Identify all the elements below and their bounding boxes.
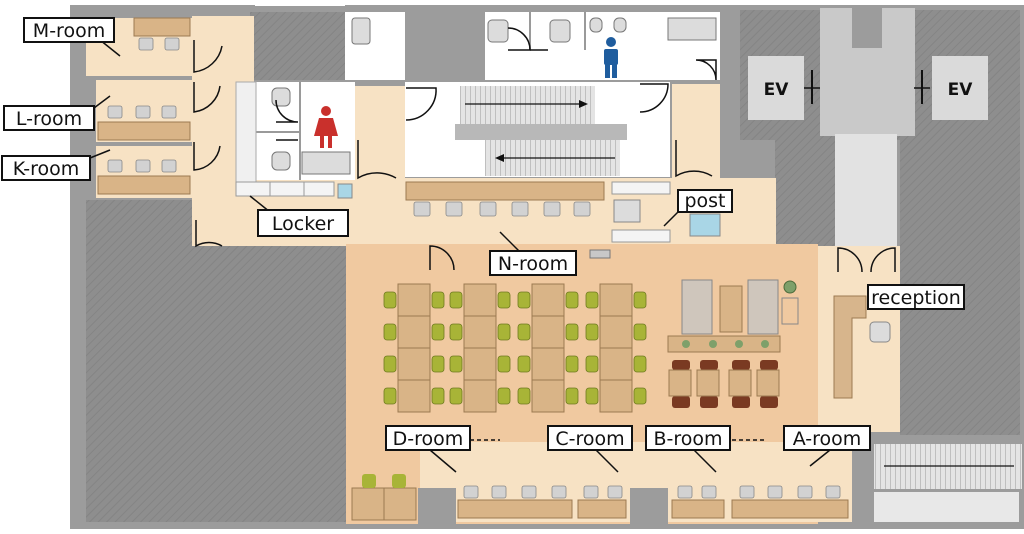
elevator-car-right (932, 56, 988, 120)
n-room-label[interactable]: N-room (498, 253, 568, 275)
room-labels: M-room L-room K-room Locker N-room post … (1, 17, 965, 473)
staircase-arrow-icon (495, 154, 504, 162)
reception-label[interactable]: reception (871, 287, 961, 309)
a-room-label-box (783, 425, 871, 451)
meeting-rooms-bottom (418, 439, 852, 524)
l-room-label[interactable]: L-room (16, 108, 82, 130)
elevator-car-left (748, 56, 804, 120)
d-room-label-box (385, 425, 471, 451)
m-room-label[interactable]: M-room (33, 20, 105, 42)
elevator-hall (748, 8, 988, 248)
m-room-label-box (23, 17, 115, 43)
post-label[interactable]: post (684, 190, 725, 212)
c-room-label-box (547, 425, 633, 451)
k-room-label[interactable]: K-room (13, 158, 79, 180)
locker-label-box (257, 209, 349, 237)
c-room-label[interactable]: C-room (555, 428, 624, 450)
n-room-label-box (489, 250, 577, 276)
staircase-up (460, 86, 595, 124)
k-room-label-box (1, 155, 91, 181)
service-core (255, 12, 1022, 522)
restroom-fixtures (255, 12, 717, 182)
left-rooms (86, 16, 404, 246)
l-room-label-box (3, 105, 95, 131)
elevator-label-left: EV (764, 80, 790, 100)
a-room-label[interactable]: A-room (793, 428, 862, 450)
b-room-label[interactable]: B-room (653, 428, 722, 450)
post-label-box (677, 189, 733, 213)
elevator-label-right: EV (948, 80, 974, 100)
female-restroom-icon (314, 106, 338, 148)
reception-label-box (867, 284, 965, 310)
staircase-arrow-icon (579, 100, 588, 108)
b-room-label-box (645, 425, 731, 451)
d-room-label[interactable]: D-room (393, 428, 464, 450)
door-swings (193, 27, 896, 273)
locker-label[interactable]: Locker (272, 213, 334, 235)
male-restroom-icon (604, 37, 618, 78)
